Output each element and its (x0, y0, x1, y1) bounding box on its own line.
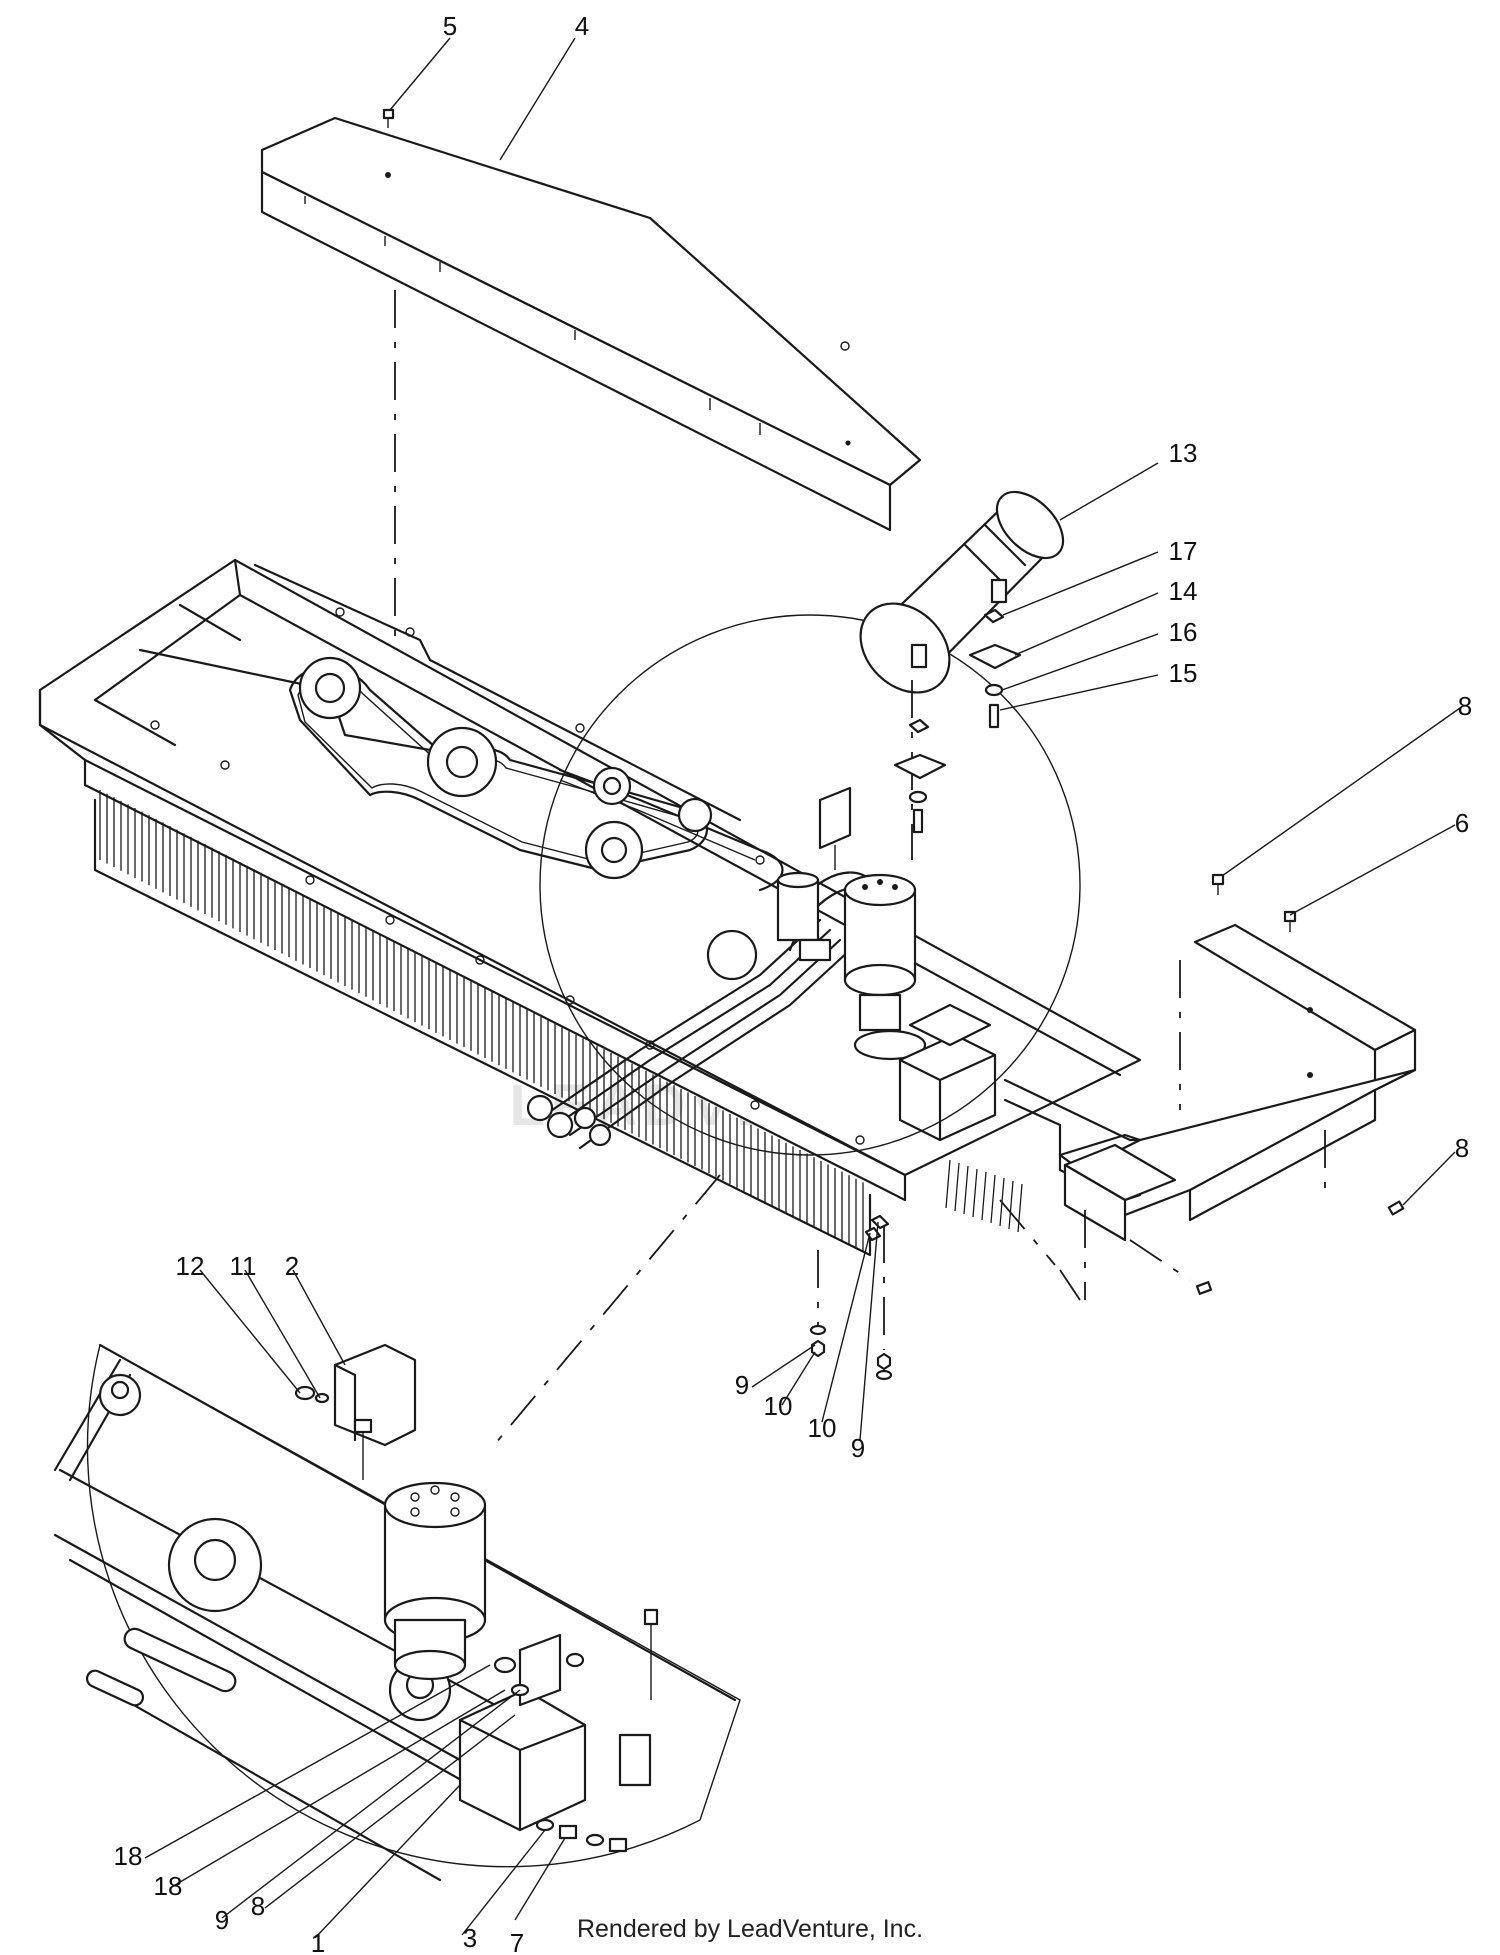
side-bristle (954, 1162, 960, 1212)
callout-c8a: 8 (1458, 691, 1472, 721)
detail-circle (539, 614, 1081, 1156)
callout-c1: 1 (311, 1928, 325, 1955)
motor-mount-box (898, 1003, 997, 1142)
callout-c8b: 8 (1455, 1133, 1469, 1163)
deck-front-hardware (809, 1199, 1081, 1381)
callout-c5: 5 (443, 11, 457, 41)
callout-c9c: 9 (215, 1905, 229, 1935)
callout-c7: 7 (510, 1928, 524, 1955)
callout-c12: 12 (176, 1251, 205, 1281)
callout-c11: 11 (230, 1251, 257, 1281)
callout-c8c: 8 (251, 1891, 265, 1921)
callout-c18b: 18 (154, 1871, 183, 1901)
cover-shroud (260, 116, 922, 532)
side-bristle (999, 1177, 1005, 1227)
side-bristle (1017, 1183, 1023, 1233)
hitch-arm (1063, 1143, 1177, 1300)
side-bristle (972, 1168, 978, 1218)
callouts (144, 37, 1461, 1939)
callout-c9b: 9 (851, 1433, 865, 1463)
callout-c16: 16 (1169, 617, 1198, 647)
callout-c9a: 9 (735, 1370, 749, 1400)
callout-c10b: 10 (808, 1413, 837, 1443)
callout-c2: 2 (285, 1251, 299, 1281)
side-bristle (963, 1165, 969, 1215)
hydraulic-motor (843, 873, 927, 1061)
side-bristle (945, 1159, 951, 1209)
mount-hardware (893, 608, 1022, 860)
oil-tank (859, 490, 1065, 694)
callout-c4: 4 (575, 11, 589, 41)
guard-bracket-small (818, 786, 852, 870)
callout-c10a: 10 (764, 1391, 793, 1421)
side-bristle (1008, 1180, 1014, 1230)
callout-c13: 13 (1169, 438, 1198, 468)
inset-detail (53, 1343, 741, 1882)
callout-c14: 14 (1169, 576, 1198, 606)
callout-c15: 15 (1169, 658, 1198, 688)
sprockets (298, 656, 758, 981)
callout-c6: 6 (1455, 808, 1469, 838)
callout-c3: 3 (463, 1923, 477, 1953)
side-brush (945, 1159, 1023, 1233)
callout-c18a: 18 (114, 1841, 143, 1871)
valve (776, 871, 832, 962)
footer-credit: Rendered by LeadVenture, Inc. (576, 1915, 924, 1943)
side-bristle (990, 1174, 996, 1224)
hydraulic-hoses (526, 871, 917, 1150)
side-bristle (981, 1171, 987, 1221)
bolt-5 (382, 108, 395, 128)
callout-c17: 17 (1169, 536, 1198, 566)
brush-bristles (93, 790, 872, 1257)
hitch-bolts (1129, 873, 1405, 1295)
